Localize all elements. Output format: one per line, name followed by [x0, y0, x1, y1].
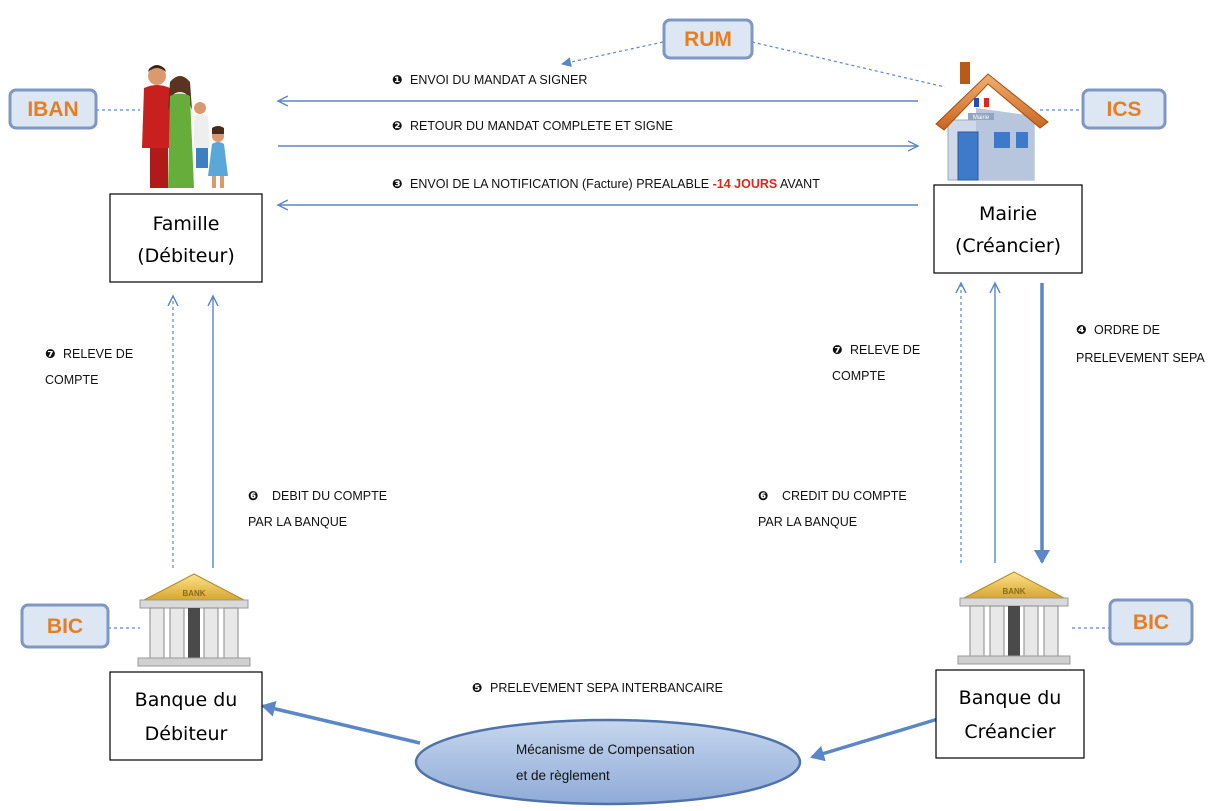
ics-tag-label: ICS — [1106, 98, 1141, 121]
banque-debiteur-label: Banque du — [135, 689, 238, 711]
ics-tag: ICS — [1081, 88, 1167, 130]
step3-number: ❸ — [392, 176, 403, 191]
iban-tag-label: IBAN — [27, 98, 78, 121]
famille-node: Famille (Débiteur) — [109, 193, 263, 283]
step7-right-number: ❼ — [832, 342, 843, 357]
bank-icon: BANK — [137, 573, 251, 667]
step6-right-line2: PAR LA BANQUE — [758, 515, 857, 529]
step6-left-label: ❻ DEBIT DU COMPTE PAR LA BANQUE — [248, 488, 387, 529]
rum-tag-label: RUM — [684, 28, 732, 51]
famille-role: (Débiteur) — [137, 245, 234, 267]
step5-number: ❺ — [472, 680, 483, 695]
banque-creancier-node: Banque du Créancier — [935, 669, 1085, 759]
step4-label: ❹ ORDRE DE PRELEVEMENT SEPA — [1076, 322, 1205, 365]
step2-number: ❷ — [392, 118, 403, 133]
bic-right-label: BIC — [1133, 611, 1169, 634]
step7-right-label: ❼ RELEVE DE COMPTE — [832, 342, 920, 383]
step3-text: ENVOI DE LA NOTIFICATION (Facture) PREAL… — [410, 177, 820, 191]
iban-tag: IBAN — [8, 88, 98, 130]
step7-right-line1: RELEVE DE — [850, 343, 920, 357]
step3-delay-highlight: -14 JOURS — [713, 177, 778, 191]
arrow-step5-to-debtor-bank — [261, 700, 421, 745]
mairie-label: Mairie — [979, 203, 1037, 225]
mairie-role: (Créancier) — [955, 235, 1061, 257]
arrow-step5-to-compensation — [810, 717, 939, 762]
step6-left-line2: PAR LA BANQUE — [248, 515, 347, 529]
step7-left-number: ❼ — [45, 346, 56, 361]
compensation-label-line2: et de règlement — [516, 768, 610, 783]
step2-label: ❷ RETOUR DU MANDAT COMPLETE ET SIGNE — [392, 118, 673, 133]
step3-text-end: AVANT — [777, 177, 820, 191]
famille-label: Famille — [153, 213, 220, 235]
step7-right-line2: COMPTE — [832, 369, 885, 383]
step7-left-line2: COMPTE — [45, 373, 98, 387]
step4-number: ❹ — [1076, 322, 1087, 337]
step5-label: ❺ PRELEVEMENT SEPA INTERBANCAIRE — [472, 680, 723, 695]
step6-right-number: ❻ — [758, 488, 769, 503]
step4-text-line2: PRELEVEMENT SEPA — [1076, 351, 1205, 365]
bic-tag-right: BIC — [1108, 598, 1194, 646]
rum-tag: RUM — [662, 18, 754, 60]
mairie-node: Mairie (Créancier) — [933, 184, 1083, 274]
step5-text: PRELEVEMENT SEPA INTERBANCAIRE — [490, 681, 723, 695]
house-sign: Mairie — [973, 115, 990, 121]
step6-right-line1: CREDIT DU COMPTE — [782, 489, 907, 503]
bank-icon: BANK — [957, 571, 1071, 665]
rum-link-mairie — [751, 41, 946, 88]
rum-link-family — [561, 41, 664, 67]
step6-left-line1: DEBIT DU COMPTE — [272, 489, 387, 503]
step1-number: ❶ — [392, 72, 403, 87]
step3-label: ❸ ENVOI DE LA NOTIFICATION (Facture) PRE… — [392, 176, 820, 191]
bank-sign: BANK — [182, 589, 205, 598]
step4-text-line1: ORDRE DE — [1094, 323, 1160, 337]
town-hall-icon: Mairie — [935, 62, 1049, 181]
bic-left-label: BIC — [47, 615, 83, 638]
step6-right-label: ❻ CREDIT DU COMPTE PAR LA BANQUE — [758, 488, 907, 529]
step1-label: ❶ ENVOI DU MANDAT A SIGNER — [392, 72, 587, 87]
step6-left-number: ❻ — [248, 488, 259, 503]
step7-left-label: ❼ RELEVE DE COMPTE — [45, 346, 133, 387]
step3-text-main: ENVOI DE LA NOTIFICATION (Facture) PREAL… — [410, 177, 713, 191]
step1-text: ENVOI DU MANDAT A SIGNER — [410, 73, 587, 87]
banque-debiteur-role: Débiteur — [145, 723, 228, 745]
compensation-label-line1: Mécanisme de Compensation — [516, 742, 695, 757]
banque-creancier-label: Banque du — [959, 687, 1062, 709]
banque-debiteur-node: Banque du Débiteur — [109, 671, 263, 761]
compensation-node: Mécanisme de Compensation et de règlemen… — [414, 718, 802, 806]
bic-tag-left: BIC — [20, 603, 110, 649]
bank-sign: BANK — [1002, 587, 1025, 596]
step2-text: RETOUR DU MANDAT COMPLETE ET SIGNE — [410, 119, 673, 133]
banque-creancier-role: Créancier — [964, 721, 1055, 743]
step7-left-line1: RELEVE DE — [63, 347, 133, 361]
family-icon — [142, 65, 228, 188]
